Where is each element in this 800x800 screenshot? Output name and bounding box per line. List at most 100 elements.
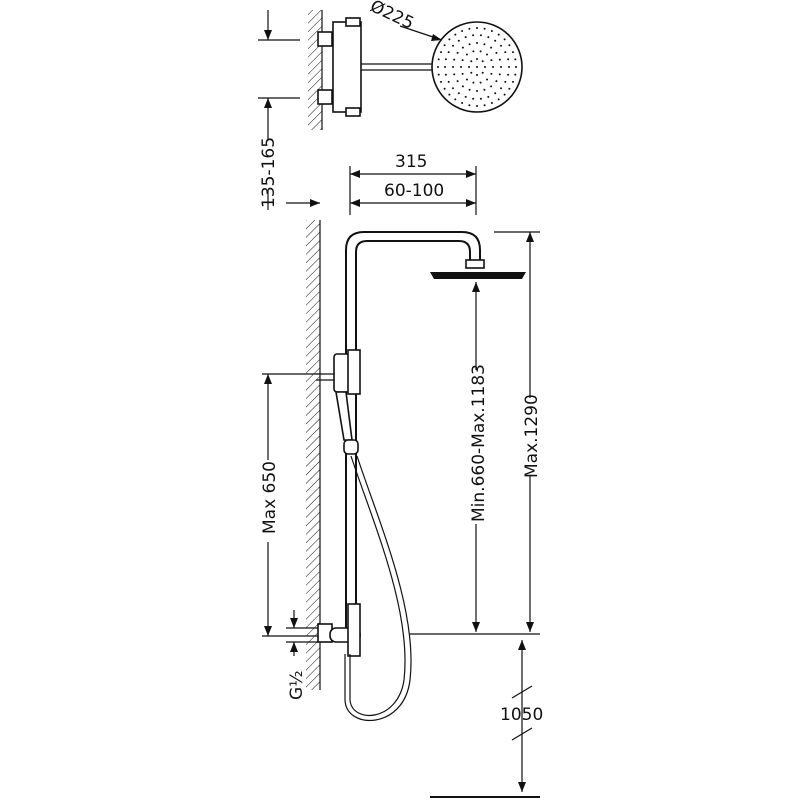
nozzle-dot	[498, 73, 501, 76]
top-mixer-body	[332, 21, 362, 113]
nozzle-dot	[479, 50, 482, 53]
nozzle-dot	[504, 51, 507, 54]
riser-pipe	[345, 231, 481, 640]
nozzle-dot	[514, 73, 517, 76]
nozzle-dot	[468, 43, 471, 46]
nozzle-dot	[448, 38, 451, 41]
top-wall-hatch	[308, 10, 322, 130]
nozzle-dot	[503, 93, 506, 96]
nozzle-dot	[440, 51, 442, 54]
nozzle-dot	[472, 97, 475, 100]
nozzle-dot	[468, 88, 471, 91]
nozzle-dot	[464, 36, 467, 39]
nozzle-dot	[457, 92, 460, 95]
nozzle-dot	[483, 27, 486, 30]
arm-length-label: 315	[395, 152, 427, 172]
nozzle-dot	[495, 80, 498, 83]
nozzle-dot	[444, 73, 447, 76]
nozzle-dot	[468, 104, 471, 107]
nozzle-dot	[504, 80, 507, 83]
nozzle-dot	[492, 66, 494, 68]
nozzle-dot	[483, 88, 486, 91]
nozzle-dot	[457, 39, 460, 42]
nozzle-dot	[515, 66, 517, 68]
nozzle-dot	[490, 59, 493, 62]
nozzle-dot	[476, 90, 478, 92]
nozzle-dot	[508, 44, 511, 47]
nozzle-dot	[514, 58, 517, 61]
nozzle-dot	[461, 72, 464, 75]
nozzle-dot	[494, 92, 497, 95]
nozzle-dot	[444, 66, 446, 68]
nozzle-dot	[476, 42, 478, 44]
nozzle-dot	[456, 51, 459, 54]
nozzle-dot	[497, 33, 500, 36]
nozzle-dot	[468, 66, 470, 68]
nozzle-dot	[500, 87, 502, 90]
nozzle-dot	[498, 58, 501, 61]
top-view: Ø225 135-165	[258, 0, 523, 210]
nozzle-dot	[490, 72, 493, 75]
nozzle-dot	[479, 81, 482, 84]
nozzle-dot	[484, 66, 486, 68]
nozzle-dot	[507, 73, 510, 76]
head-diameter-label: Ø225	[367, 0, 417, 34]
nozzle-dot	[479, 97, 482, 100]
nozzle-dot	[508, 87, 511, 90]
nozzle-dot	[452, 44, 454, 47]
nozzle-dot	[452, 66, 454, 68]
nozzle-dot	[503, 38, 506, 41]
shower-hose	[349, 455, 406, 716]
nozzle-dot	[490, 85, 493, 88]
nozzle-dot	[453, 58, 456, 61]
nozzle-dot	[512, 80, 514, 83]
thread-label: G½	[287, 670, 307, 700]
nozzle-dot	[466, 78, 468, 81]
nozzle-dot	[472, 50, 475, 53]
nozzle-dot	[495, 51, 498, 54]
nozzle-dot	[500, 66, 502, 68]
side-wall-hatch	[306, 220, 320, 690]
nozzle-dot	[437, 58, 440, 61]
nozzle-dot	[472, 81, 475, 84]
nozzle-dot	[483, 43, 486, 46]
nozzle-dot	[497, 98, 500, 101]
mixer-height-label: Max 650	[260, 461, 280, 534]
hand-shower	[335, 391, 353, 441]
nozzle-dot	[443, 44, 446, 47]
nozzle-dot	[447, 51, 450, 54]
nozzle-dot	[512, 51, 514, 54]
nozzle-dot	[437, 66, 439, 68]
nozzle-dot	[456, 80, 459, 83]
nozzle-dot	[468, 27, 471, 30]
nozzle-dot	[487, 36, 490, 39]
nozzle-dot	[454, 33, 457, 36]
side-shower-head-connector	[465, 259, 485, 269]
nozzle-dot	[466, 53, 468, 56]
nozzle-dot	[486, 78, 488, 81]
nozzle-dot	[444, 58, 447, 61]
nozzle-dot	[507, 58, 510, 61]
nozzle-dot	[453, 73, 456, 76]
nozzle-dot	[470, 60, 473, 63]
nozzle-dot	[490, 102, 493, 104]
nozzle-dot	[472, 34, 475, 37]
nozzle-dot	[461, 85, 464, 88]
nozzle-dot	[494, 39, 497, 42]
nozzle-dot	[479, 34, 482, 37]
nozzle-dot	[476, 105, 478, 107]
nozzle-dot	[443, 87, 446, 90]
nozzle-dot	[440, 80, 442, 83]
nozzle-dot	[476, 74, 478, 76]
nozzle-dot	[508, 66, 510, 68]
nozzle-dot	[461, 59, 464, 62]
nozzle-dot	[461, 46, 464, 49]
nozzle-dot	[490, 46, 493, 49]
nozzle-dot	[447, 80, 450, 83]
hand-shower-holder	[343, 439, 359, 455]
nozzle-dot	[437, 73, 440, 76]
nozzle-dot	[500, 44, 502, 47]
inlet-spacing-label: 135-165	[259, 137, 279, 208]
nozzle-dot	[486, 53, 488, 56]
